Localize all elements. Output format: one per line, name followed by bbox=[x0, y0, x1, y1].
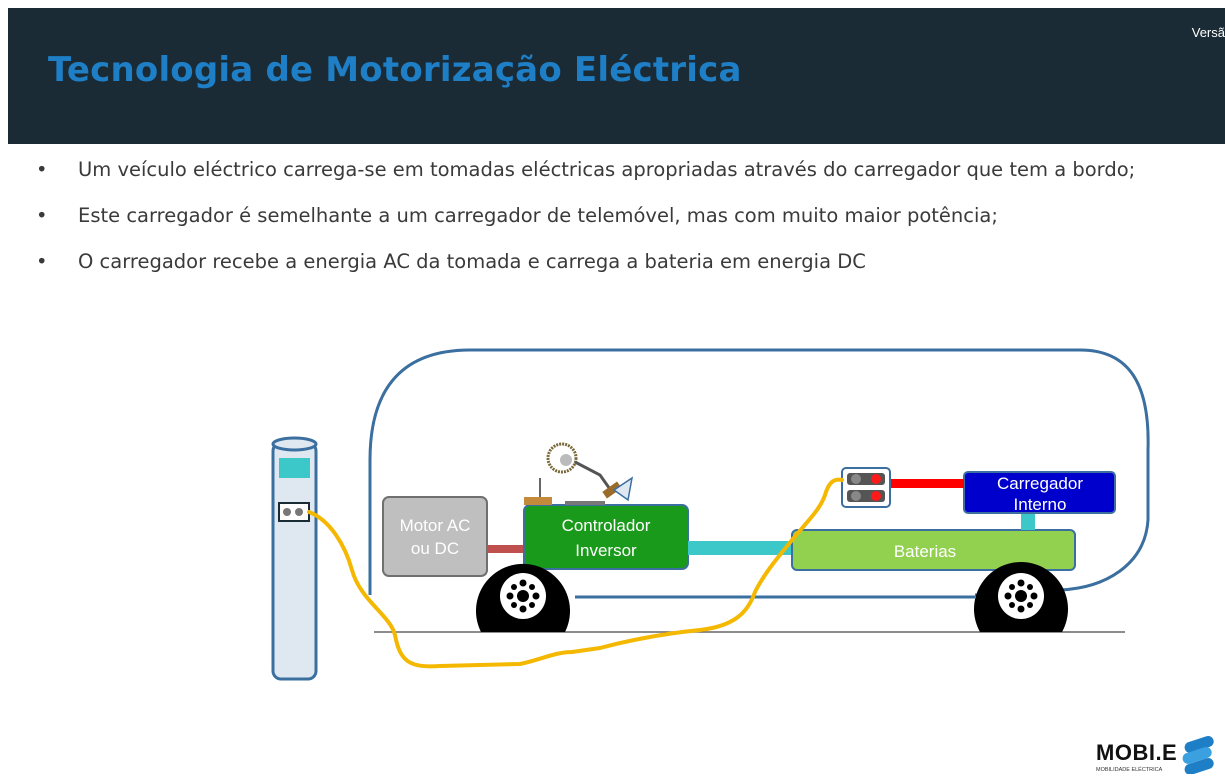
svg-text:Motor AC: Motor AC bbox=[400, 516, 471, 535]
bullet-item: •Este carregador é semelhante a um carre… bbox=[36, 204, 998, 227]
rear-wheel bbox=[974, 562, 1068, 632]
instrument-illustration bbox=[524, 442, 634, 505]
bullet-list: •Um veículo eléctrico carrega-se em toma… bbox=[36, 158, 1196, 296]
motor-box: Motor AC ou DC bbox=[382, 496, 488, 577]
front-wheel bbox=[476, 563, 570, 632]
ac-line bbox=[890, 479, 964, 488]
svg-text:Carregador: Carregador bbox=[997, 474, 1083, 493]
batteries-box: Baterias bbox=[791, 529, 1076, 571]
logo-mark-icon bbox=[1182, 736, 1214, 774]
svg-text:Baterias: Baterias bbox=[894, 542, 956, 561]
vehicle-body-outline bbox=[368, 348, 1150, 597]
dc-link bbox=[688, 541, 792, 555]
charging-post bbox=[271, 436, 318, 681]
charging-cable bbox=[307, 477, 844, 669]
svg-text:Inversor: Inversor bbox=[575, 541, 637, 560]
title-bar: Tecnologia de Motorização Eléctrica Vers… bbox=[8, 8, 1225, 144]
bullet-item: •O carregador recebe a energia AC da tom… bbox=[36, 250, 866, 273]
vehicle-socket-icon bbox=[841, 467, 891, 508]
controller-inverter-box: Controlador Inversor bbox=[523, 504, 689, 570]
svg-text:ou DC: ou DC bbox=[411, 539, 459, 558]
version-label: Versã bbox=[1191, 25, 1225, 40]
bullet-item: •Um veículo eléctrico carrega-se em toma… bbox=[36, 158, 1136, 181]
internal-charger-box: Carregador Interno bbox=[963, 471, 1116, 514]
svg-text:Controlador: Controlador bbox=[562, 516, 651, 535]
post-screen bbox=[279, 458, 310, 478]
slide-title: Tecnologia de Motorização Eléctrica bbox=[48, 50, 742, 90]
svg-text:Interno: Interno bbox=[1014, 495, 1067, 514]
mobie-logo: MOBI.E MOBILIDADE ELÉCTRICA bbox=[1096, 736, 1216, 780]
